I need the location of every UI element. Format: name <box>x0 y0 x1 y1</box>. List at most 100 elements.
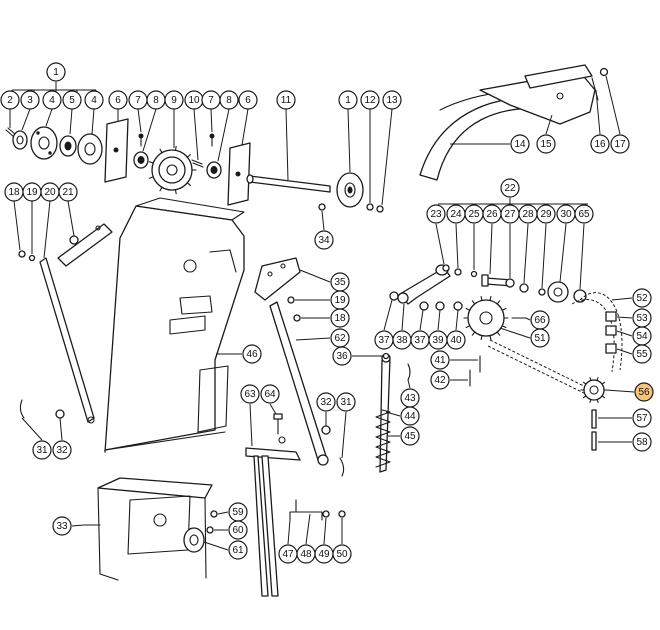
callout-bubble <box>336 392 356 412</box>
part-flange-4b <box>77 133 103 165</box>
part-nut-60 <box>206 526 214 534</box>
callout-label: 32 <box>56 445 68 456</box>
callout-42: 42 <box>430 370 450 390</box>
callout-14: 14 <box>510 134 530 154</box>
callout-bubble <box>228 520 248 540</box>
callout-bubble <box>360 90 380 110</box>
callout-34: 34 <box>314 230 334 250</box>
callout-label: 40 <box>450 335 462 346</box>
part-chain-52 <box>487 292 623 397</box>
callout-bubble <box>84 90 104 110</box>
callout-10: 10 <box>184 90 204 110</box>
part-link-53 <box>605 311 617 322</box>
part-bracket-47 <box>289 499 323 521</box>
part-washer-12 <box>366 203 374 211</box>
callout-4: 4 <box>42 90 62 110</box>
callout-label: 35 <box>334 277 346 288</box>
part-base-frame <box>97 477 213 581</box>
callout-30: 30 <box>556 204 576 224</box>
leader-line-65 <box>579 223 585 290</box>
part-bearing-61 <box>183 527 205 553</box>
leader-line-54 <box>616 330 633 337</box>
callout-bubble <box>338 90 358 110</box>
callout-label: 20 <box>44 187 56 198</box>
parts-artwork <box>5 64 623 597</box>
leader-line-61 <box>203 541 229 551</box>
callout-18: 18 <box>330 308 350 328</box>
part-shaft-11 <box>246 174 331 193</box>
callout-label: 42 <box>434 375 446 386</box>
callout-label: 29 <box>540 209 552 220</box>
callout-bubble <box>510 134 530 154</box>
callout-23: 23 <box>426 204 446 224</box>
callout-19: 19 <box>22 182 42 202</box>
part-bolt-36 <box>357 352 390 360</box>
part-housing-46 <box>104 197 245 453</box>
part-washer-19 <box>28 254 36 262</box>
callout-39: 39 <box>428 330 448 350</box>
callout-bubble <box>382 90 402 110</box>
callout-32: 32 <box>52 440 72 460</box>
leader-line-4 <box>91 108 95 135</box>
part-bracket-15 <box>479 64 596 125</box>
callout-label: 34 <box>318 235 330 246</box>
callout-label: 61 <box>232 545 244 556</box>
callout-bubble <box>530 328 550 348</box>
leader-line-10 <box>193 108 199 161</box>
leader-line-43 <box>407 379 411 389</box>
callout-28: 28 <box>518 204 538 224</box>
callout-bubble <box>536 134 556 154</box>
part-pin-57 <box>591 409 597 429</box>
callout-37: 37 <box>374 330 394 350</box>
callout-3: 3 <box>20 90 40 110</box>
leader-line-55 <box>616 348 633 355</box>
callout-label: 36 <box>336 351 348 362</box>
part-washer-34 <box>318 203 326 211</box>
callout-64: 64 <box>260 384 280 404</box>
part-sprocket-9 <box>148 145 197 195</box>
callout-bubble <box>574 204 594 224</box>
part-bearing-8b <box>206 161 222 179</box>
callout-24: 24 <box>446 204 466 224</box>
part-bolt-64 <box>273 413 283 435</box>
callout-6: 6 <box>108 90 128 110</box>
part-washer-32b <box>321 425 331 435</box>
part-link-55 <box>605 343 617 354</box>
callout-label: 27 <box>504 209 516 220</box>
callout-50: 50 <box>332 544 352 564</box>
callout-8: 8 <box>219 90 239 110</box>
callout-18: 18 <box>4 182 24 202</box>
leader-line-15 <box>545 114 553 135</box>
leader-line-38 <box>401 303 405 331</box>
callout-bubble <box>330 308 350 328</box>
callout-label: 31 <box>340 397 352 408</box>
leader-line-21 <box>67 200 75 237</box>
callout-label: 18 <box>334 313 346 324</box>
part-link-54 <box>605 325 617 336</box>
callout-label: 55 <box>636 349 648 360</box>
part-bracket-21 <box>57 223 113 267</box>
callout-label: 51 <box>534 333 546 344</box>
callout-2: 2 <box>0 90 20 110</box>
callout-21: 21 <box>58 182 78 202</box>
callout-label: 8 <box>226 95 232 106</box>
callout-label: 53 <box>636 313 648 324</box>
callout-41: 41 <box>430 350 450 370</box>
callout-1: 1 <box>46 62 66 82</box>
callout-36: 36 <box>332 346 352 366</box>
leader-line-7 <box>210 108 213 133</box>
callout-37: 37 <box>410 330 430 350</box>
leader-line-34 <box>321 210 325 231</box>
part-nut-17 <box>599 67 609 77</box>
callout-label: 64 <box>264 389 276 400</box>
callout-label: 25 <box>468 209 480 220</box>
part-hub-1 <box>336 172 364 208</box>
callout-1: 1 <box>338 90 358 110</box>
callout-label: 22 <box>504 183 516 194</box>
callout-bubble <box>430 370 450 390</box>
part-spring-45 <box>375 409 391 468</box>
part-pin-10 <box>191 159 204 168</box>
leader-line-16 <box>595 89 601 135</box>
leader-line-49 <box>323 517 327 545</box>
